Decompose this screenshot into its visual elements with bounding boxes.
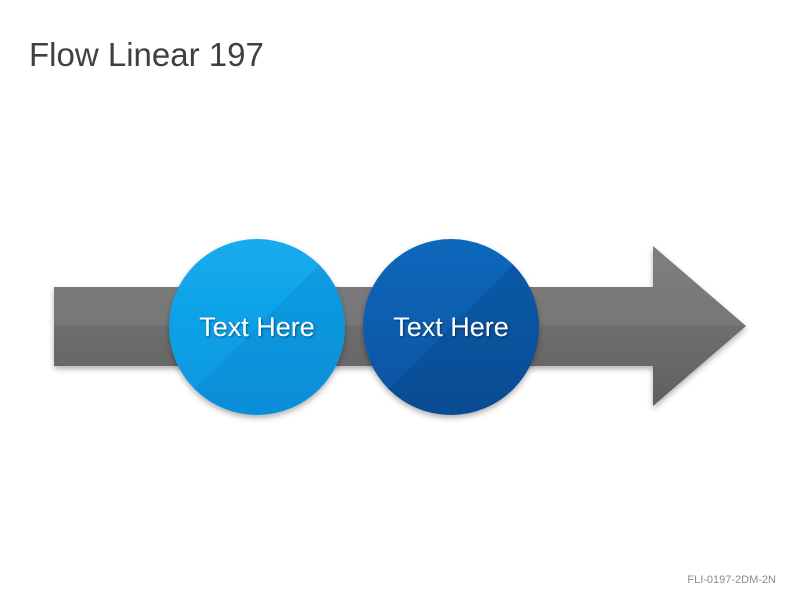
- footer-code: FLI-0197-2DM-2N: [687, 574, 776, 586]
- step-label-2: Text Here: [393, 312, 509, 342]
- step-circle-1: Text Here: [169, 239, 345, 415]
- step-circle-2: Text Here: [363, 239, 539, 415]
- slide-title: Flow Linear 197: [29, 36, 264, 73]
- step-label-1: Text Here: [199, 312, 315, 342]
